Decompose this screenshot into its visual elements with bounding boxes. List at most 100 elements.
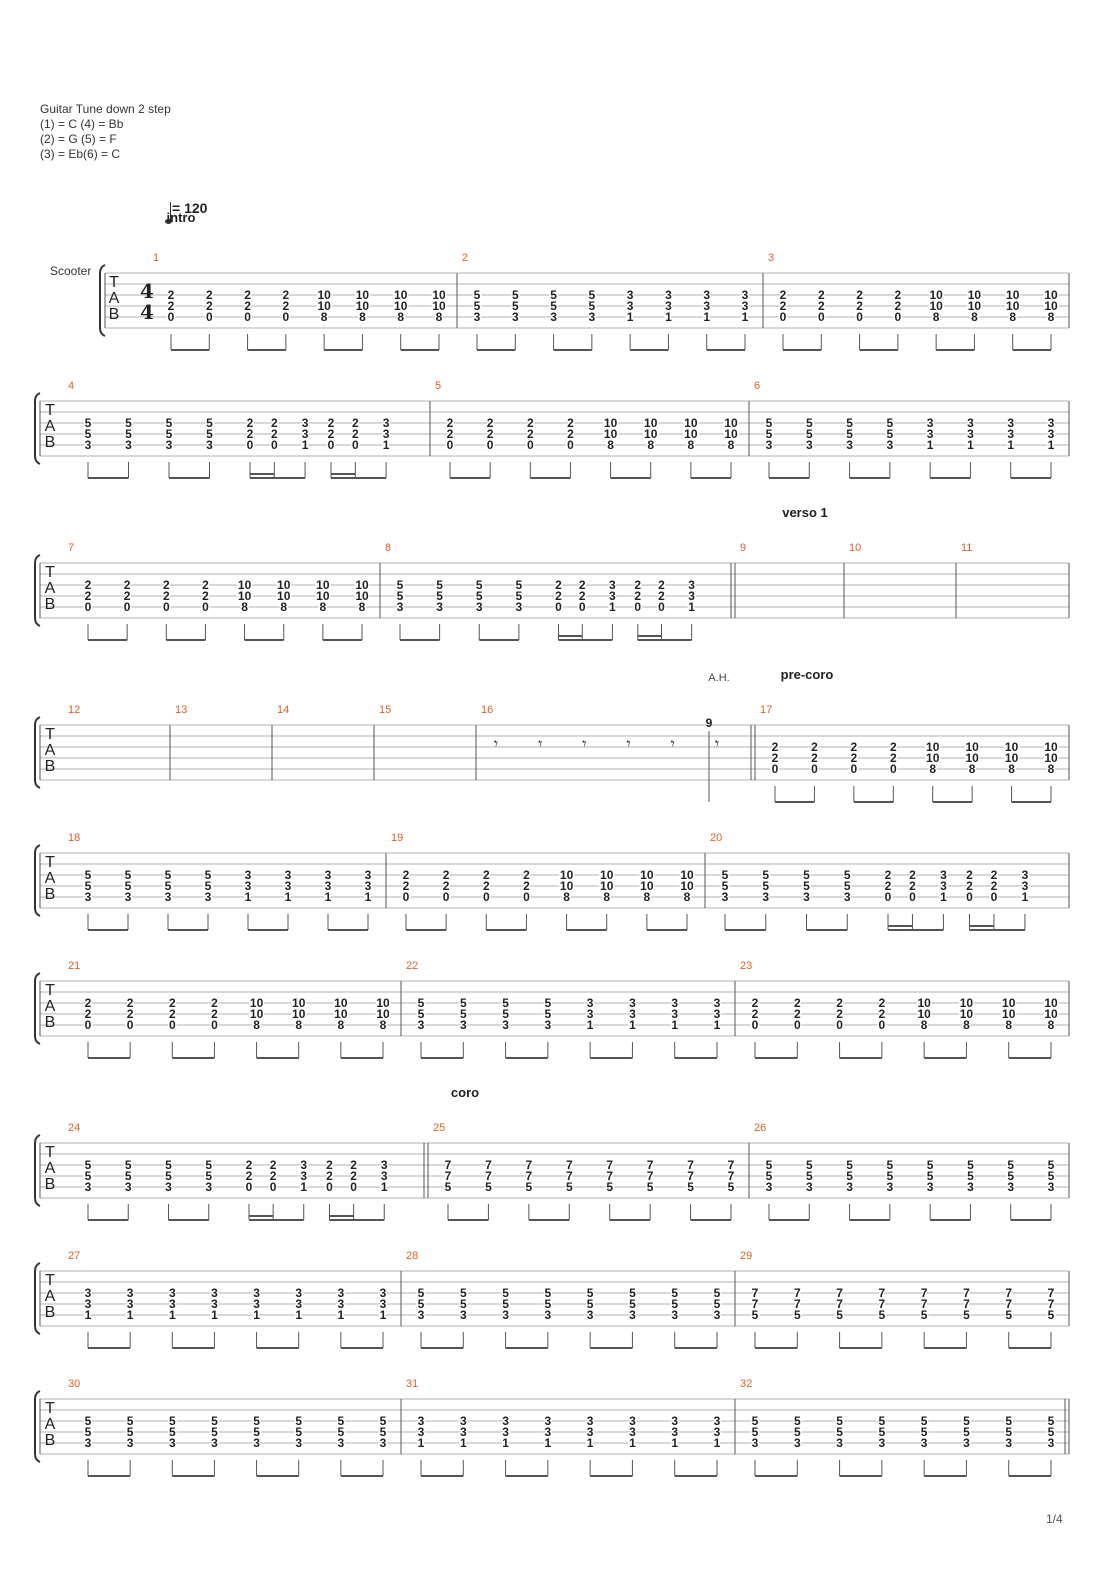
fret-number: 2: [966, 868, 973, 882]
fret-number: 8: [359, 600, 366, 614]
system-bracket: [34, 716, 41, 789]
fret-number: 5: [205, 868, 212, 882]
fret-number: 3: [205, 1180, 212, 1194]
fret-number: 3: [245, 868, 252, 882]
fret-number: 3: [397, 600, 404, 614]
fret-number: 3: [879, 1436, 886, 1450]
fret-number: 3: [550, 310, 557, 324]
fret-number: 5: [927, 1158, 934, 1172]
fret-number: 3: [436, 600, 443, 614]
fret-number: 3: [671, 1414, 678, 1428]
tab-clef-letter: A: [45, 1416, 56, 1433]
fret-number: 3: [381, 1158, 388, 1172]
fret-number: 2: [555, 589, 562, 603]
fret-number: 3: [587, 1007, 594, 1021]
measure-number: 5: [435, 380, 441, 392]
fret-number: 5: [502, 1297, 509, 1311]
fret-number: 0: [85, 1018, 92, 1032]
fret-number: 0: [169, 1018, 176, 1032]
tab-clef-letter: T: [45, 564, 55, 581]
fret-number: 7: [1048, 1297, 1055, 1311]
fret-number: 3: [806, 1180, 813, 1194]
fret-number: 3: [927, 416, 934, 430]
fret-number: 2: [634, 589, 641, 603]
fret-number: 10: [355, 578, 369, 592]
fret-number: 8: [929, 762, 936, 776]
fret-number: 3: [169, 1436, 176, 1450]
fret-number: 7: [752, 1286, 759, 1300]
system-bracket: [34, 1134, 41, 1207]
fret-number: 5: [550, 288, 557, 302]
fret-number: 1: [587, 1436, 594, 1450]
fret-number: 7: [526, 1169, 533, 1183]
fret-number: 8: [1048, 762, 1055, 776]
fret-number: 0: [579, 600, 586, 614]
fret-number: 10: [250, 996, 264, 1010]
fret-number: 1: [365, 890, 372, 904]
fret-number: 5: [380, 1425, 387, 1439]
measure-number: 7: [68, 542, 74, 554]
fret-number: 5: [836, 1308, 843, 1322]
fret-number: 2: [270, 1169, 277, 1183]
measure-number: 30: [68, 1378, 80, 1390]
fret-number: 1: [665, 310, 672, 324]
measure-number: 4: [68, 380, 74, 392]
fret-number: 5: [125, 416, 132, 430]
fret-number: 10: [1005, 740, 1019, 754]
fret-number: 3: [85, 890, 92, 904]
fret-number: 3: [665, 288, 672, 302]
tab-clef-letter: B: [45, 1304, 56, 1321]
eighth-rest: 𝄾: [671, 734, 675, 753]
fret-number: 7: [794, 1286, 801, 1300]
fret-number: 1: [253, 1308, 260, 1322]
fret-number: 3: [671, 996, 678, 1010]
fret-number: 10: [316, 578, 330, 592]
fret-number: 10: [926, 751, 940, 765]
measure-number: 32: [740, 1378, 752, 1390]
fret-number: 3: [587, 1425, 594, 1439]
fret-number: 1: [714, 1018, 721, 1032]
fret-number: 8: [338, 1018, 345, 1032]
fret-number: 5: [502, 1007, 509, 1021]
fret-number: 2: [247, 427, 254, 441]
fret-number: 2: [328, 416, 335, 430]
fret-number: 7: [485, 1158, 492, 1172]
fret-number: 1: [285, 890, 292, 904]
fret-number: 3: [587, 1308, 594, 1322]
fret-number: 2: [879, 1007, 886, 1021]
fret-number: 2: [206, 288, 213, 302]
fret-number: 5: [502, 1286, 509, 1300]
fret-number: 5: [165, 868, 172, 882]
fret-number: 0: [124, 600, 131, 614]
fret-number: 3: [940, 879, 947, 893]
fret-number: 2: [851, 740, 858, 754]
fret-number: 2: [523, 868, 530, 882]
fret-number: 3: [794, 1436, 801, 1450]
fret-number: 7: [526, 1158, 533, 1172]
fret-number: 0: [211, 1018, 218, 1032]
measure-number: 29: [740, 1250, 752, 1262]
fret-number: 3: [609, 589, 616, 603]
fret-number: 3: [1022, 868, 1029, 882]
fret-number: 8: [971, 310, 978, 324]
fret-number: 5: [794, 1308, 801, 1322]
measure-number: 16: [481, 704, 493, 716]
fret-number: 2: [163, 578, 170, 592]
measure-number: 20: [710, 832, 722, 844]
fret-number: 2: [890, 751, 897, 765]
fret-number: 10: [316, 589, 330, 603]
fret-number: 3: [803, 890, 810, 904]
fret-number: 3: [502, 1018, 509, 1032]
fret-number: 3: [418, 1308, 425, 1322]
fret-number: 8: [253, 1018, 260, 1032]
fret-number: 2: [567, 416, 574, 430]
fret-number: 0: [527, 438, 534, 452]
fret-number: 5: [794, 1425, 801, 1439]
fret-number: 5: [714, 1297, 721, 1311]
fret-number: 2: [991, 868, 998, 882]
fret-number: 10: [965, 751, 979, 765]
fret-number: 5: [606, 1180, 613, 1194]
fret-number: 2: [885, 868, 892, 882]
fret-number: 10: [356, 288, 370, 302]
fret-number: 5: [380, 1414, 387, 1428]
